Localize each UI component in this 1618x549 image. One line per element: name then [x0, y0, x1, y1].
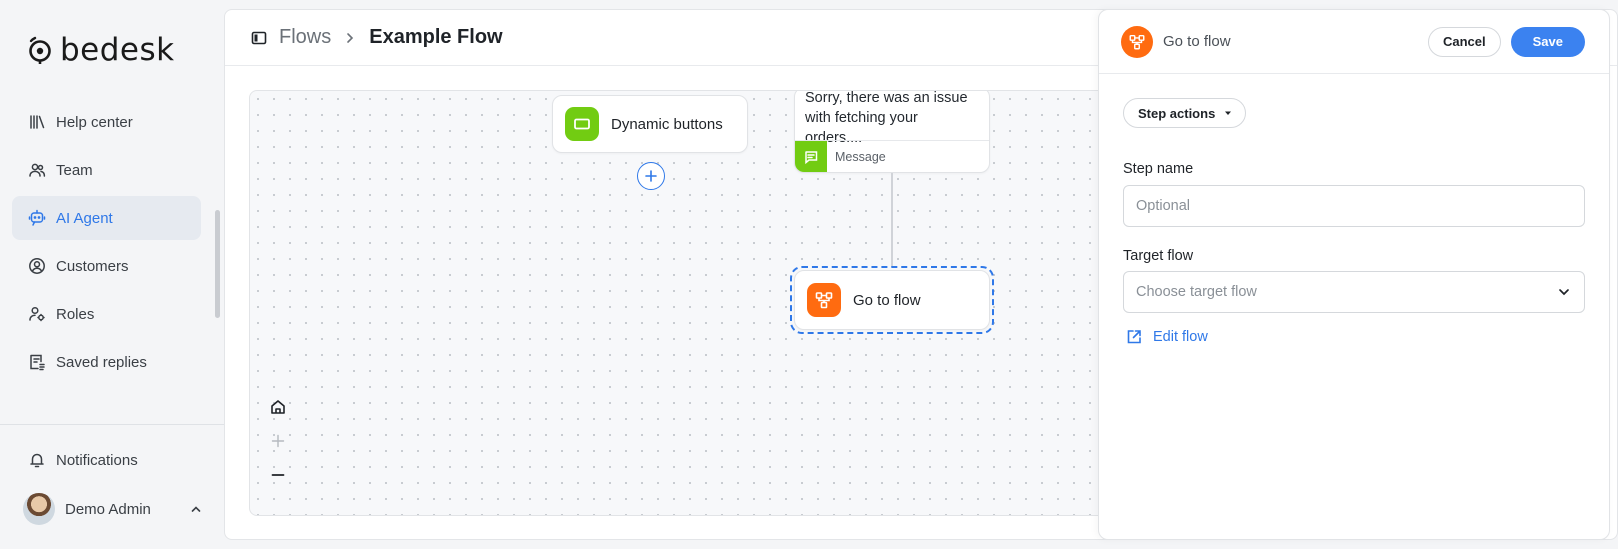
sidebar-nav: Help center Team AI Agent Customers: [12, 100, 201, 388]
home-icon: [271, 400, 285, 414]
edit-flow-link[interactable]: Edit flow: [1125, 328, 1208, 346]
notifications-button[interactable]: Notifications: [28, 451, 138, 469]
message-icon: [805, 150, 818, 164]
step-settings-drawer: Go to flow Cancel Save Step actions Step…: [1098, 9, 1610, 540]
node-icon: [807, 283, 841, 317]
sidebar-divider: [0, 424, 224, 425]
toggle-sidebar-icon[interactable]: [251, 30, 267, 46]
save-button[interactable]: Save: [1510, 26, 1585, 57]
sidebar-item-label: Roles: [56, 305, 95, 323]
node-label: Dynamic buttons: [611, 115, 723, 133]
message-text: Sorry, there was an issue with fetching …: [805, 90, 968, 146]
sidebar-item-ai-agent[interactable]: AI Agent: [12, 196, 201, 240]
sidebar-item-label: Saved replies: [56, 353, 147, 371]
drawer-header: Go to flow Cancel Save: [1099, 10, 1609, 74]
saved-replies-icon: [30, 354, 45, 371]
user-circle-icon: [29, 258, 45, 274]
brand-logo[interactable]: bedesk: [26, 30, 175, 70]
external-link-icon: [1127, 330, 1141, 344]
target-flow-label: Target flow: [1123, 248, 1194, 264]
team-icon: [29, 163, 46, 177]
bedesk-logo-icon: [29, 36, 51, 64]
node-label: Go to flow: [853, 291, 921, 309]
minus-icon: [271, 474, 285, 476]
sidebar-item-saved-replies[interactable]: Saved replies: [12, 340, 201, 384]
edit-flow-label: Edit flow: [1153, 329, 1208, 345]
page-title: Example Flow: [369, 26, 503, 48]
button-icon: [574, 118, 590, 130]
sidebar-item-label: Team: [56, 161, 93, 179]
user-key-icon: [29, 306, 45, 322]
node-icon: [565, 107, 599, 141]
add-step-button[interactable]: [637, 162, 665, 190]
node-dynamic-buttons[interactable]: Dynamic buttons: [552, 95, 748, 153]
step-actions-dropdown[interactable]: Step actions: [1123, 98, 1247, 128]
message-footer: Message: [795, 140, 989, 172]
target-flow-select[interactable]: Choose target flow: [1123, 271, 1585, 313]
sidebar-item-label: Help center: [56, 113, 133, 131]
chevron-down-icon: [1559, 289, 1569, 296]
step-actions-label: Step actions: [1138, 105, 1216, 121]
sidebar-scrollbar[interactable]: [215, 210, 220, 318]
chevron-up-icon: [191, 506, 201, 512]
selection-outline: [790, 266, 994, 334]
caret-down-icon: [1225, 111, 1232, 115]
node-message[interactable]: Sorry, there was an issue with fetching …: [794, 90, 990, 173]
user-menu[interactable]: Demo Admin: [23, 493, 203, 525]
brand-name: bedesk: [60, 32, 175, 68]
drawer-title: Go to flow: [1163, 33, 1231, 50]
zoom-in-button[interactable]: [268, 431, 288, 451]
user-name: Demo Admin: [65, 500, 151, 518]
sidebar: bedesk Help center Team AI Agent: [0, 0, 224, 549]
nav-fade: [12, 396, 201, 406]
cancel-button[interactable]: Cancel: [1427, 26, 1501, 57]
drawer-actions: Cancel Save: [1427, 26, 1585, 57]
chevron-right-icon: [347, 32, 354, 43]
books-icon: [30, 115, 45, 129]
step-name-input[interactable]: [1123, 185, 1585, 227]
plus-icon: [645, 170, 657, 182]
page-header: Flows Example Flow: [225, 10, 1617, 66]
drawer-step-icon: [1121, 25, 1153, 58]
breadcrumb-flows[interactable]: Flows: [279, 26, 332, 48]
sidebar-item-label: AI Agent: [56, 209, 113, 227]
step-name-label: Step name: [1123, 161, 1194, 177]
bell-icon: [30, 453, 44, 468]
sidebar-item-team[interactable]: Team: [12, 148, 201, 192]
flow-icon: [815, 292, 833, 309]
canvas-controls: [268, 397, 288, 499]
zoom-out-button[interactable]: [268, 465, 288, 485]
sidebar-item-label: Customers: [56, 257, 129, 275]
node-go-to-flow[interactable]: Go to flow: [794, 270, 990, 330]
notifications-label: Notifications: [56, 451, 138, 469]
plus-icon: [271, 434, 285, 448]
message-type-label: Message: [835, 149, 886, 164]
bot-icon: [28, 209, 46, 226]
fit-view-button[interactable]: [268, 397, 288, 417]
message-tag: [795, 140, 827, 172]
sidebar-item-roles[interactable]: Roles: [12, 292, 201, 336]
node-connector: [891, 173, 893, 267]
avatar: [23, 493, 55, 525]
sidebar-item-help-center[interactable]: Help center: [12, 100, 201, 144]
flow-icon: [1129, 34, 1145, 49]
flow-canvas[interactable]: Dynamic buttons Sorry, there was an issu…: [249, 90, 1369, 516]
sidebar-item-customers[interactable]: Customers: [12, 244, 201, 288]
target-flow-placeholder: Choose target flow: [1136, 284, 1257, 300]
